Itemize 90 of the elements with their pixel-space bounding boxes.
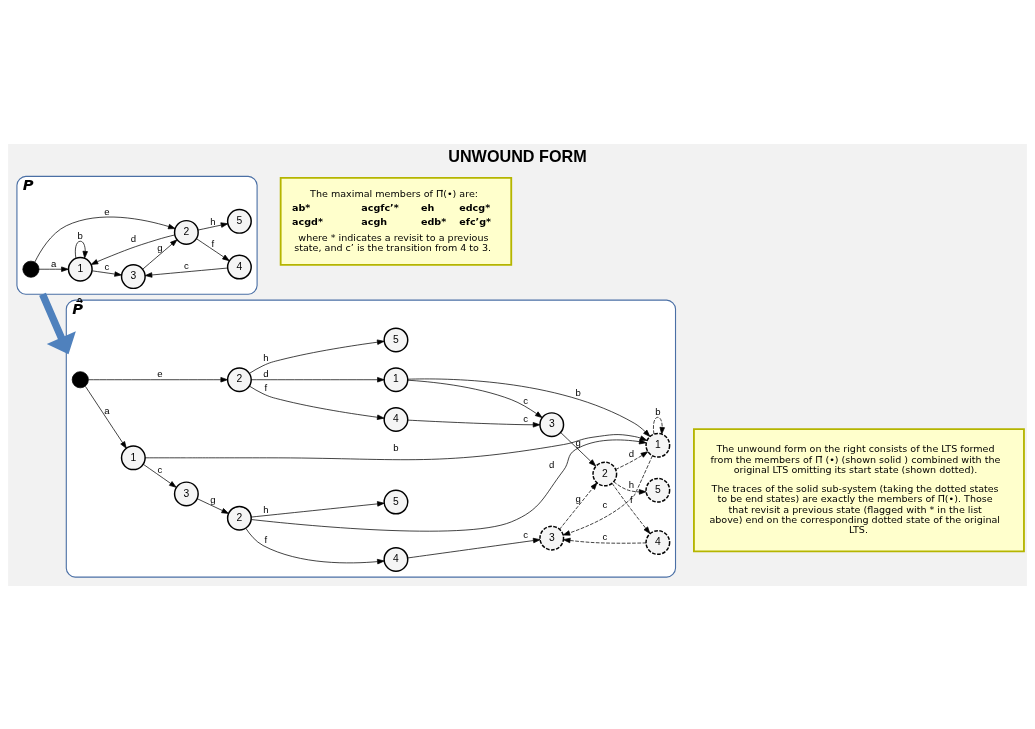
node-circle: 1 [120,444,146,470]
node-circle [71,370,89,388]
arrow [34,216,176,262]
edge-label: h [210,215,216,227]
node-circle: 2 [592,461,618,487]
arrow [85,385,127,449]
node-circle: 2 [173,219,199,245]
edge-label: g [210,493,216,505]
arrow [407,378,651,437]
edge-label: f [629,493,633,505]
arrow [74,240,88,258]
arrow [196,237,230,261]
edge-label: e [157,367,163,379]
arrow [250,376,385,382]
arrow [407,379,543,418]
edge-label: d [628,447,634,459]
node-circle: 3 [539,525,565,551]
edge-label: g [575,436,581,448]
edge-label: f [264,533,268,545]
edge-label: a [104,404,110,416]
arrow [611,482,651,534]
arrow [245,527,385,564]
arrow [560,431,596,466]
diagram-title: UNWOUND FORM [448,146,587,165]
node-circle: 2 [226,366,252,392]
arrow [196,497,229,514]
edge-label: b [575,386,581,398]
arrow [144,433,648,460]
arrow [144,267,228,278]
arrow [407,419,541,427]
arrow [249,339,385,374]
edge-label: c [157,463,163,475]
edge-label: h [628,478,634,490]
edge-label: a [51,257,57,269]
edge-label: c [602,530,608,542]
node-circle: 3 [120,263,146,289]
edge-label: d [549,458,555,470]
node-box: The unwound form on the right consists of the LTS formed from the members of Π⃗ (•) (shown solid ) combined with the original LTS omitting its start state (shown dotted). The traces of the solid sub-system (taking the dotted states to be end states) are exactly the members of Π⃗(•). Those that revisit a previous state (flagged with * in the list above) end on the corresponding dotted state of the original LTS. [693,427,1025,552]
arrow [250,438,647,532]
edge-label: h [263,351,269,363]
arrow [197,221,229,230]
node-circle: 4 [226,254,252,280]
edge-label: e [104,205,110,217]
edge-label: g [575,492,581,504]
arrow [39,292,76,354]
arrow [91,269,122,277]
arrow [250,500,385,517]
arrow [613,480,647,495]
arrow [142,463,177,488]
node-circle: 4 [383,406,409,432]
node-circle [22,260,40,278]
node-box: The maximal members of Π⃗(•) are: ab* acgfc’* eh edcg* acgd* acgh edb* efc’g* where * indicates a revisit to a previous state, and c’ is the transition from 4 to 3. [279,176,513,266]
arrow [559,482,598,530]
edge-label: d [130,232,136,244]
edge-label: d [263,367,269,379]
edge-label: c [523,412,528,424]
arrow [88,376,228,382]
node-circle: 1 [645,432,671,458]
edge-label: c [523,528,528,540]
node-circle: 4 [383,546,409,572]
node-circle: 3 [173,480,199,506]
edge-label: c [602,498,608,510]
arrow [562,455,653,536]
node-circle: 2 [226,505,252,531]
edge-label: b [393,441,399,453]
node-circle: 3 [539,411,565,437]
node-circle: 5 [383,489,409,515]
edge-label: b [77,229,83,241]
edge-label: b [655,405,661,417]
arrow [653,416,665,434]
arrow [38,266,69,272]
arrow [90,234,175,265]
node-circle: 5 [383,326,409,352]
edge-label: c [523,394,528,406]
arrow [249,385,385,420]
node-circle: 1 [67,256,93,282]
edge-label: g [157,241,163,253]
edge-label: f [211,237,215,249]
arrow [407,537,541,558]
arrow [142,238,178,269]
edge-label: h [263,503,269,515]
edge-label: c [183,259,189,271]
node-circle: 5 [645,477,671,503]
arrow [563,537,647,544]
arrow [615,450,649,470]
node-circle: 4 [645,529,671,555]
edge-label: c [104,260,110,272]
node-circle: 1 [383,366,409,392]
edge-label: f [264,381,268,393]
node-circle: 5 [226,208,252,234]
